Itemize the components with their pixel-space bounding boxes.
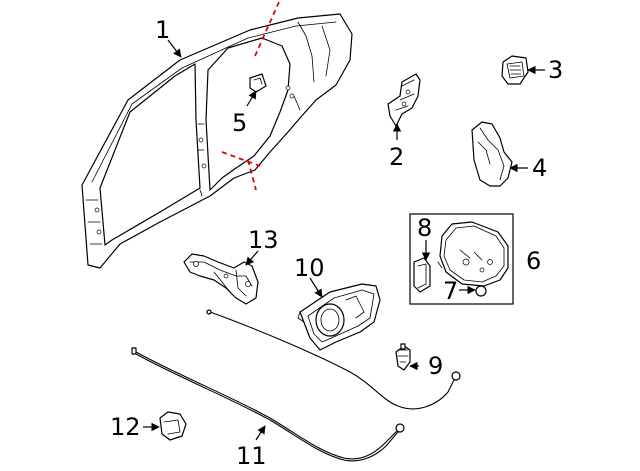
fuel-filler-housing-part-10 xyxy=(297,283,381,351)
fuel-door-lid xyxy=(439,221,509,287)
release-cable-part-11 xyxy=(131,347,405,462)
latch-mechanism-part-13 xyxy=(183,253,259,305)
callout-3: 3 xyxy=(548,56,563,84)
section-cut-line-upper xyxy=(254,1,280,57)
leader-13 xyxy=(245,250,259,266)
bumper-part-7 xyxy=(475,285,487,297)
callout-1: 1 xyxy=(155,16,170,44)
splash-shield-part-4 xyxy=(471,121,513,187)
callout-6: 6 xyxy=(526,247,541,275)
side-body-panel xyxy=(81,1,353,269)
leader-10 xyxy=(309,277,323,298)
callout-10: 10 xyxy=(294,254,325,282)
callout-9: 9 xyxy=(428,352,443,380)
clip-part-5 xyxy=(249,73,267,93)
section-cut-line-lower xyxy=(221,151,261,167)
leader-1 xyxy=(167,39,182,58)
leader-5 xyxy=(246,90,257,107)
callout-8: 8 xyxy=(417,214,432,242)
clip-part-12 xyxy=(159,411,187,441)
bracket-part-2 xyxy=(387,73,421,127)
callout-4: 4 xyxy=(532,154,547,182)
leader-11 xyxy=(255,425,266,441)
release-cable-upper xyxy=(206,309,461,410)
hinge-part-8 xyxy=(413,257,431,293)
callout-12: 12 xyxy=(110,413,141,441)
actuator-part-9 xyxy=(395,343,411,371)
callout-7: 7 xyxy=(443,277,458,305)
plug-part-3 xyxy=(501,55,529,85)
callout-5: 5 xyxy=(232,109,247,137)
callout-11: 11 xyxy=(236,442,267,470)
callout-2: 2 xyxy=(389,143,404,171)
callout-13: 13 xyxy=(248,226,279,254)
